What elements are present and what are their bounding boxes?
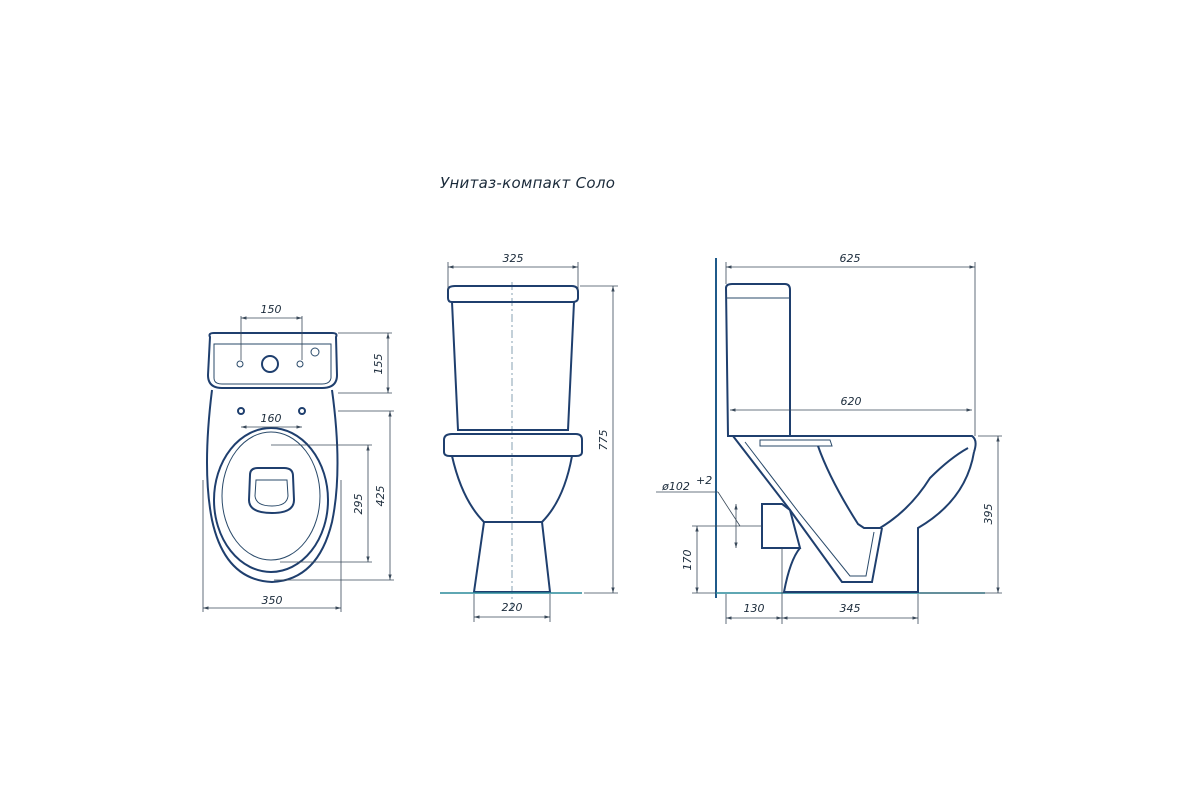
- side-view-tank: [724, 283, 791, 437]
- dim-outlet-height: 170: [681, 550, 694, 571]
- dim-seat: 295: [352, 494, 365, 515]
- front-view: [440, 262, 618, 622]
- dim-outlet-tolerance: +2: [696, 474, 712, 487]
- dim-holes-spacing: 150: [261, 303, 282, 316]
- dim-total-depth: 625: [840, 252, 861, 265]
- side-view-bowl: [782, 451, 975, 593]
- fill-valve-right-hole: [296, 360, 304, 368]
- bolt-hole-right: [298, 407, 306, 415]
- bowl-opening-inner: [254, 479, 289, 507]
- dim-wall-to-outlet: 130: [744, 602, 765, 615]
- dim-outlet-diameter: ø102: [661, 480, 690, 493]
- front-view-tank: [451, 301, 575, 431]
- fill-valve-left-hole: [236, 360, 244, 368]
- flush-button-hole: [261, 355, 279, 373]
- top-view: [202, 316, 394, 612]
- dim-bowl-length: 425: [374, 486, 387, 507]
- top-view-tank: [206, 332, 339, 389]
- siphon-channel-inner: [744, 441, 875, 577]
- front-view-bowl: [451, 455, 573, 523]
- dim-bowl-depth: 620: [841, 395, 862, 408]
- side-view-bowl-rim: [730, 435, 977, 453]
- cap-icon: [310, 347, 320, 357]
- bowl-opening: [247, 467, 296, 515]
- outlet-pipe: [761, 503, 802, 549]
- top-view-bowl-outer: [206, 389, 339, 584]
- siphon-channel: [732, 435, 883, 583]
- dim-outlet-to-front: 345: [840, 602, 861, 615]
- dim-bolt-spacing: 160: [261, 412, 282, 425]
- drawing-title: Унитаз-компакт Соло: [440, 174, 616, 192]
- dim-front-height: 775: [597, 430, 610, 451]
- dim-tank-depth: 155: [372, 354, 385, 375]
- top-view-tank-inner: [213, 343, 332, 385]
- dim-width: 350: [262, 594, 283, 607]
- dim-front-base: 220: [502, 601, 523, 614]
- seat-inner: [221, 431, 321, 561]
- front-view-pedestal: [472, 521, 552, 593]
- side-view-bowl-inner: [817, 445, 969, 529]
- dimension-labels: 150 155 160 295 425 350 325 775 220 625 620 ø102 +2 1…: [261, 252, 996, 615]
- dim-front-width: 325: [503, 252, 524, 265]
- front-view-tank-lid: [447, 285, 579, 303]
- seat-outer: [213, 427, 329, 573]
- dim-bowl-height: 395: [982, 504, 995, 525]
- side-view: [656, 258, 1002, 624]
- front-view-bowl-rim: [443, 433, 583, 457]
- bolt-hole-left: [237, 407, 245, 415]
